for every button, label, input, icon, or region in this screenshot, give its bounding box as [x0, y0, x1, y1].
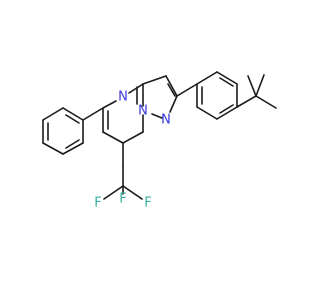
- fluorine-atom-left: F: [94, 196, 101, 211]
- nitrogen-atom-pyrimidine: N: [118, 90, 128, 105]
- fluorine-atom-top: F: [119, 192, 126, 207]
- trifluoromethyl-group: [103, 165, 143, 200]
- phenyl-ring: [42, 107, 84, 155]
- pyrimidine-ring: [102, 83, 144, 167]
- fluorine-atom-right: F: [144, 196, 151, 211]
- chemical-structure-diagram: N N N F F F: [42, 71, 277, 211]
- nitrogen-atom-pyrazole: N: [161, 113, 171, 128]
- tert-butyl-group: [236, 74, 277, 109]
- aryl-link-bond: [176, 83, 198, 97]
- phenyl-link-bond: [82, 107, 104, 121]
- nitrogen-atom-bridge: N: [138, 104, 148, 119]
- tert-butylphenyl-ring: [196, 71, 238, 120]
- pyrazole-ring: [142, 75, 178, 119]
